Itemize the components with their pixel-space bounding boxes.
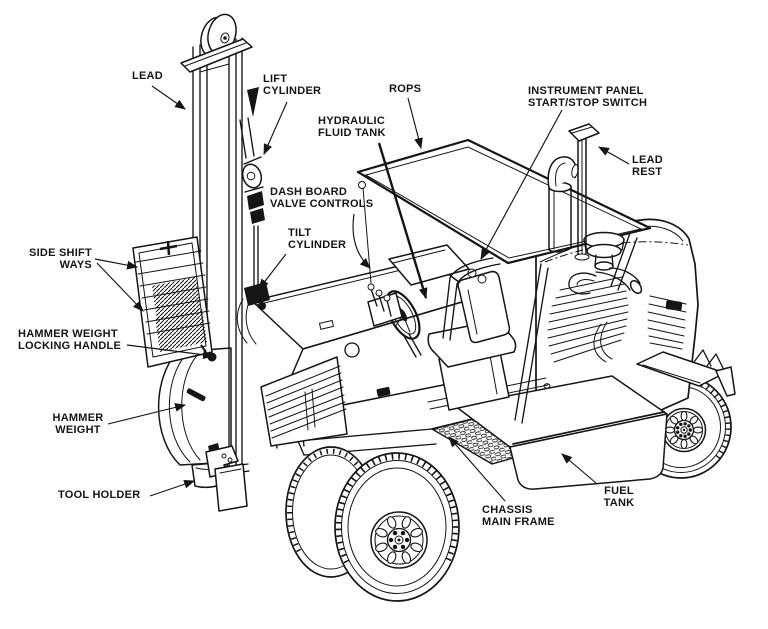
lead-mast-assembly bbox=[132, 13, 270, 512]
label-fuel-tank: FUEL TANK bbox=[603, 485, 635, 510]
exhaust-stack bbox=[547, 156, 579, 253]
label-side-shift-ways: SIDE SHIFT WAYS bbox=[28, 247, 92, 272]
label-lift-cylinder: LIFT CYLINDER bbox=[263, 73, 322, 98]
tool-holder-part bbox=[205, 443, 248, 512]
air-cleaner bbox=[568, 231, 643, 295]
rear-fender bbox=[636, 349, 736, 397]
front-wheels bbox=[285, 446, 460, 602]
leader-lines bbox=[94, 85, 630, 502]
label-tilt-cylinder: TILT CYLINDER bbox=[288, 227, 347, 252]
fuel-tank bbox=[454, 375, 668, 490]
lead-rest-post bbox=[568, 123, 600, 261]
label-hammer-weight-locking-handle: HAMMER WEIGHT LOCKING HANDLE bbox=[18, 328, 122, 353]
side-shift-carriage bbox=[132, 236, 217, 368]
label-tool-holder: TOOL HOLDER bbox=[58, 489, 141, 501]
engine-compartment bbox=[535, 218, 699, 432]
label-lead: LEAD bbox=[132, 70, 163, 82]
label-hydraulic-fluid-tank: HYDRAULIC FLUID TANK bbox=[318, 115, 386, 140]
operator-station bbox=[358, 181, 470, 358]
label-hammer-weight: HAMMER WEIGHT bbox=[52, 412, 104, 437]
lift-cylinder-part bbox=[239, 117, 270, 310]
label-chassis-main-frame: CHASSIS MAIN FRAME bbox=[482, 504, 555, 529]
label-rops: ROPS bbox=[389, 83, 422, 95]
label-instrument-panel-start-stop: INSTRUMENT PANEL START/STOP SWITCH bbox=[528, 85, 648, 110]
operator-seat bbox=[427, 268, 517, 411]
label-lead-rest: LEAD REST bbox=[632, 154, 663, 179]
mast-top-pulley bbox=[180, 13, 259, 117]
label-dash-board-valve-controls: DASH BOARD VALVE CONTROLS bbox=[270, 186, 374, 211]
